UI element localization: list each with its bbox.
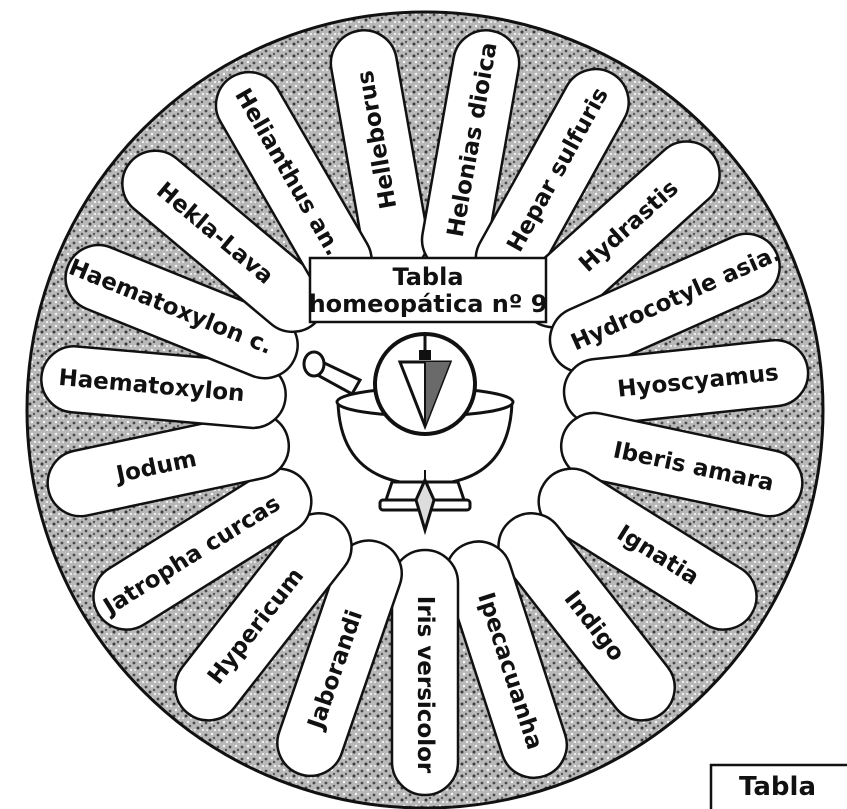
corner-title-text: Tabla bbox=[739, 772, 816, 802]
remedy-petal: Helleborus bbox=[329, 29, 430, 274]
remedy-petal-shape bbox=[497, 512, 676, 722]
center-title-box: Tabla homeopática nº 9 bbox=[309, 256, 548, 324]
remedy-petal: Jodum bbox=[46, 411, 291, 518]
remedy-petal: Iris versicolor bbox=[390, 548, 460, 797]
center-title-line1: Tabla bbox=[392, 263, 463, 291]
remedy-petal-shape bbox=[64, 243, 299, 380]
center-title-line2: homeopática nº 9 bbox=[309, 290, 548, 318]
remedy-petal: Haematoxylon bbox=[40, 345, 287, 430]
remedy-petal-shape bbox=[562, 338, 810, 427]
remedy-petal-shape bbox=[92, 467, 313, 631]
remedy-petal: Iberis amara bbox=[559, 411, 804, 518]
remedy-petal-shape bbox=[559, 411, 804, 518]
remedy-petal-shape bbox=[444, 540, 569, 780]
corner-title-box: Tabla bbox=[709, 763, 847, 809]
remedy-petal-shape bbox=[174, 512, 353, 722]
remedy-petal-shape bbox=[537, 467, 758, 631]
remedy-label: Iris versicolor bbox=[412, 596, 438, 774]
remedy-petal-shape bbox=[390, 548, 460, 797]
pendulum-icon bbox=[373, 332, 477, 436]
remedy-petal-shape bbox=[46, 411, 291, 518]
remedy-petal-shape bbox=[548, 232, 781, 374]
remedy-petal-shape bbox=[276, 539, 403, 778]
remedy-petal-shape bbox=[40, 345, 287, 430]
remedy-petal: Hyoscyamus bbox=[562, 338, 810, 427]
